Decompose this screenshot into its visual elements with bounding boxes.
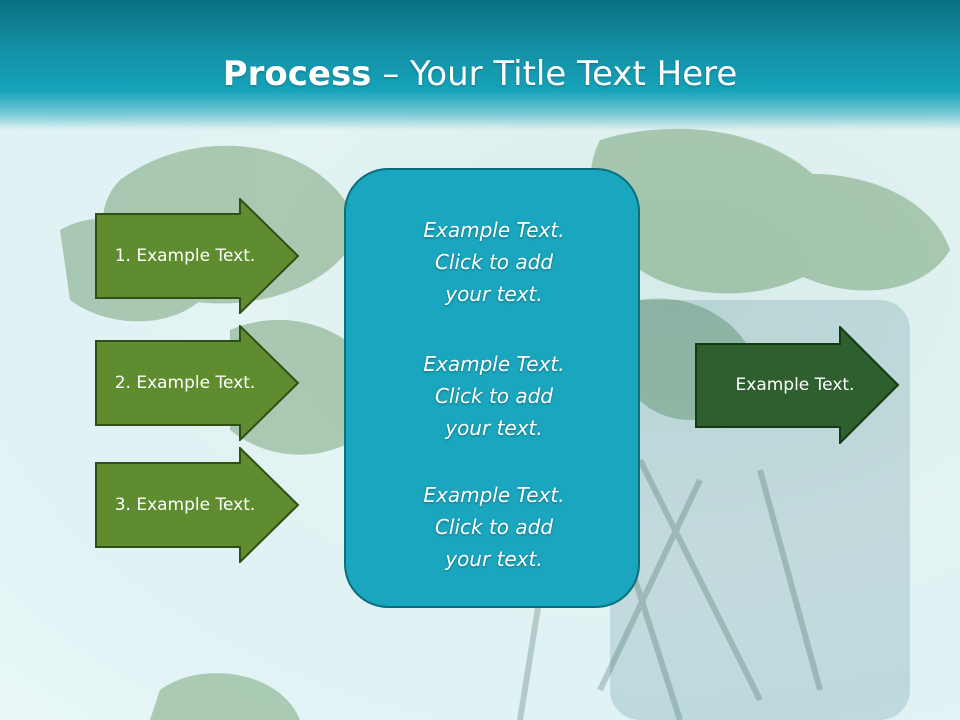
slide-title[interactable]: Process – Your Title Text Here (0, 52, 960, 96)
process-text-line: your text. (445, 282, 543, 306)
right-arrow-shape-icon (695, 326, 900, 444)
title-band (0, 0, 960, 130)
process-text-line: Example Text. (423, 483, 565, 507)
input-arrow-label: 3. Example Text. (114, 495, 256, 515)
process-text-line: Example Text. (423, 218, 565, 242)
right-arrow-shape-icon (95, 198, 300, 314)
title-rest-text: – Your Title Text Here (371, 54, 738, 94)
title-bold-text: Process (222, 54, 372, 94)
input-arrow-3[interactable]: 3. Example Text. (95, 447, 300, 563)
right-arrow-shape-icon (95, 325, 300, 441)
input-arrow-1[interactable]: 1. Example Text. (95, 198, 300, 314)
input-arrow-label: 1. Example Text. (114, 246, 256, 266)
process-text-line: Click to add (434, 515, 554, 539)
process-text-block-3[interactable]: Example Text. Click to add your text. (346, 479, 642, 575)
process-box[interactable]: Example Text. Click to add your text. Ex… (344, 168, 640, 608)
process-text-block-2[interactable]: Example Text. Click to add your text. (346, 348, 642, 444)
output-arrow[interactable]: Example Text. (695, 326, 900, 444)
process-text-block-1[interactable]: Example Text. Click to add your text. (346, 214, 642, 310)
process-text-line: Click to add (434, 250, 554, 274)
process-text-line: Click to add (434, 384, 554, 408)
output-arrow-label: Example Text. (735, 375, 855, 395)
input-arrow-2[interactable]: 2. Example Text. (95, 325, 300, 441)
process-text-line: your text. (445, 547, 543, 571)
process-text-line: Example Text. (423, 352, 565, 376)
process-text-line: your text. (445, 416, 543, 440)
input-arrow-label: 2. Example Text. (114, 373, 256, 393)
right-arrow-shape-icon (95, 447, 300, 563)
